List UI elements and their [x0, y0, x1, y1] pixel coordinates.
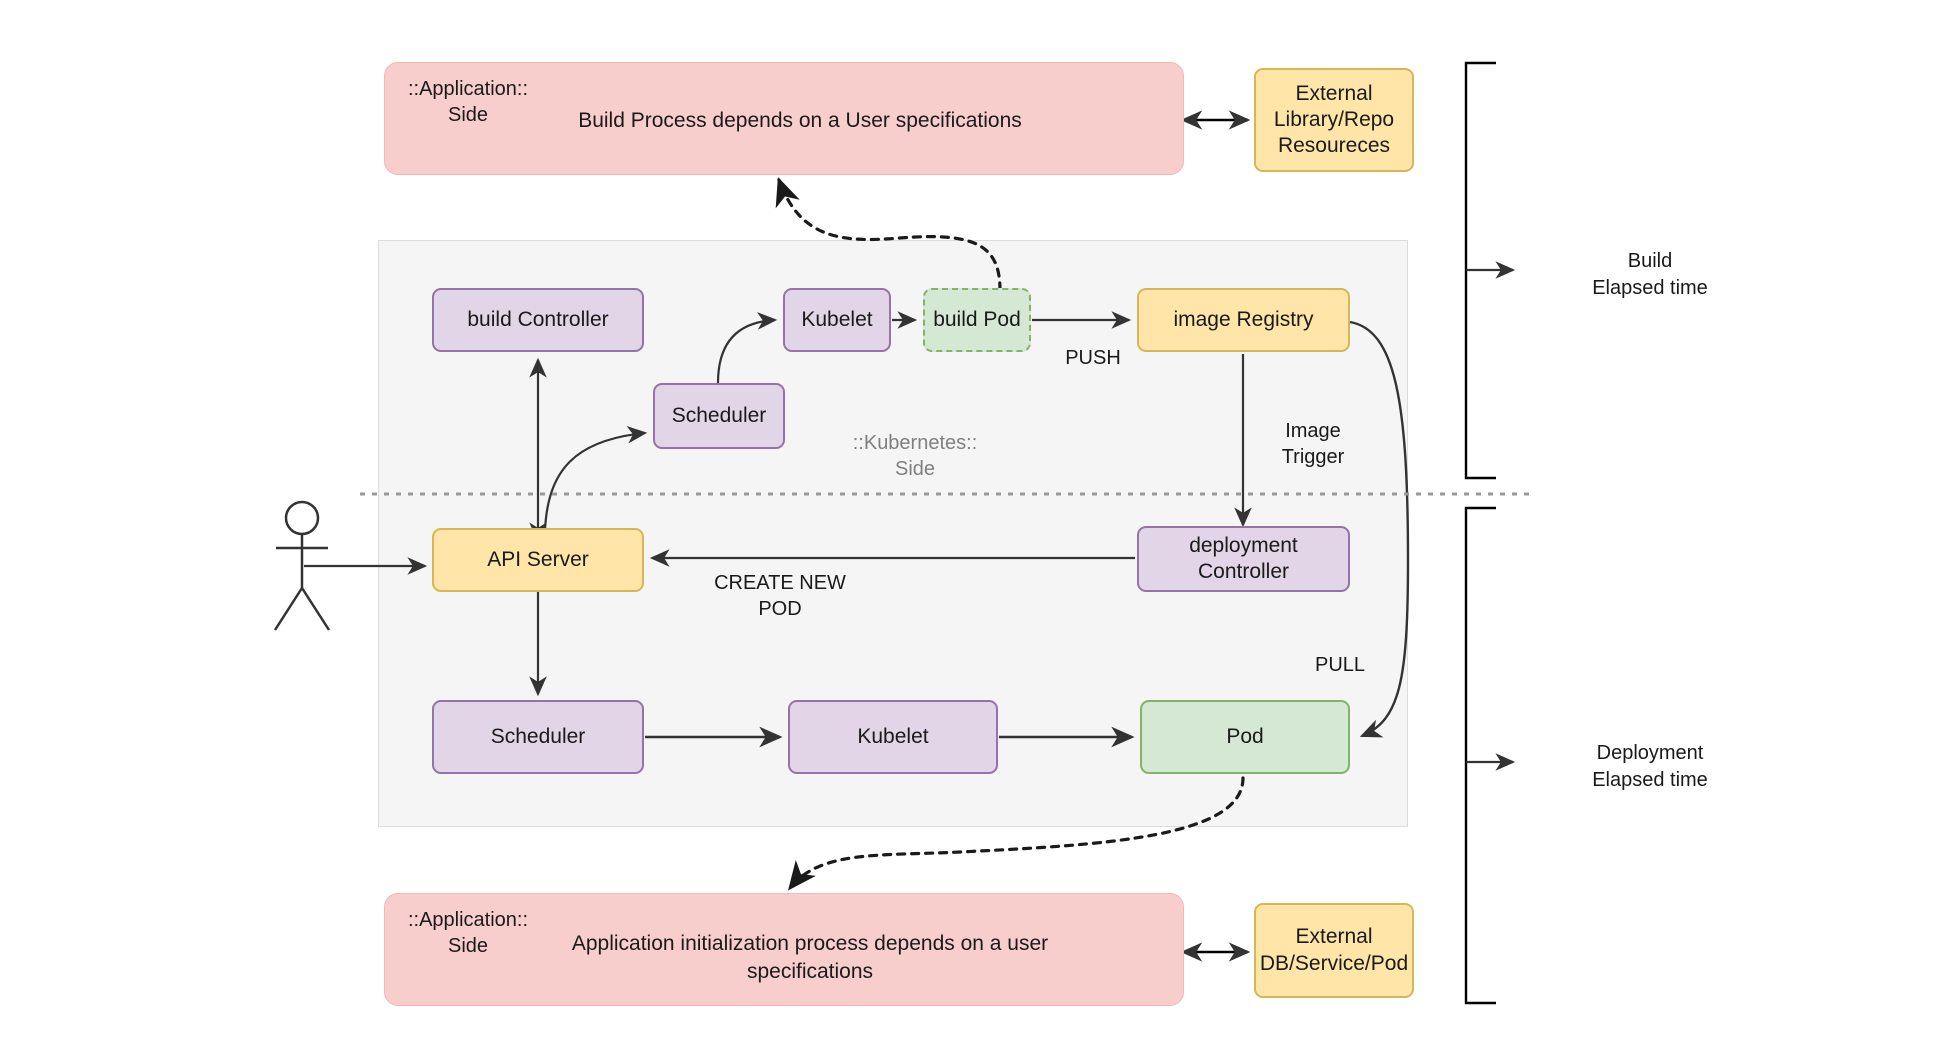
edge-label-push: PUSH [1065, 347, 1121, 369]
node-scheduler-top[interactable]: Scheduler [653, 383, 785, 449]
node-image-registry[interactable]: image Registry [1137, 288, 1350, 352]
application-bottom-box [384, 893, 1184, 1006]
node-deployment-controller[interactable]: deployment Controller [1137, 526, 1350, 592]
application-top-box [384, 62, 1184, 175]
node-build-controller[interactable]: build Controller [432, 288, 644, 352]
external-db-service-pod-box[interactable]: External DB/Service/Pod [1254, 903, 1414, 998]
node-api-server[interactable]: API Server [432, 528, 644, 592]
node-build-pod[interactable]: build Pod [923, 288, 1031, 352]
node-kubelet-bottom[interactable]: Kubelet [788, 700, 998, 774]
edge-label-create-new-pod: CREATE NEW POD [714, 572, 846, 620]
node-scheduler-bottom[interactable]: Scheduler [432, 700, 644, 774]
node-pod[interactable]: Pod [1140, 700, 1350, 774]
bracket-label-deployment: Deployment Elapsed time [1592, 742, 1708, 791]
application-top-side-label: ::Application:: Side [407, 78, 529, 126]
application-bottom-text: Application initialization process depen… [571, 932, 1049, 984]
application-bottom-side-label: ::Application:: Side [407, 909, 529, 957]
node-kubelet-top[interactable]: Kubelet [783, 288, 891, 352]
edge-label-pull: PULL [1314, 654, 1366, 676]
application-top-text: Build Process depends on a User specific… [578, 109, 1022, 132]
kubernetes-side-label: ::Kubernetes:: Side [852, 432, 978, 480]
user-actor-icon [273, 500, 331, 631]
bracket-build [1464, 61, 1496, 480]
edge-label-image-trigger: Image Trigger [1281, 420, 1345, 468]
bracket-label-build: Build Elapsed time [1592, 250, 1708, 299]
external-library-repo-box[interactable]: External Library/Repo Resoureces [1254, 68, 1414, 172]
bracket-deployment [1464, 506, 1496, 1005]
